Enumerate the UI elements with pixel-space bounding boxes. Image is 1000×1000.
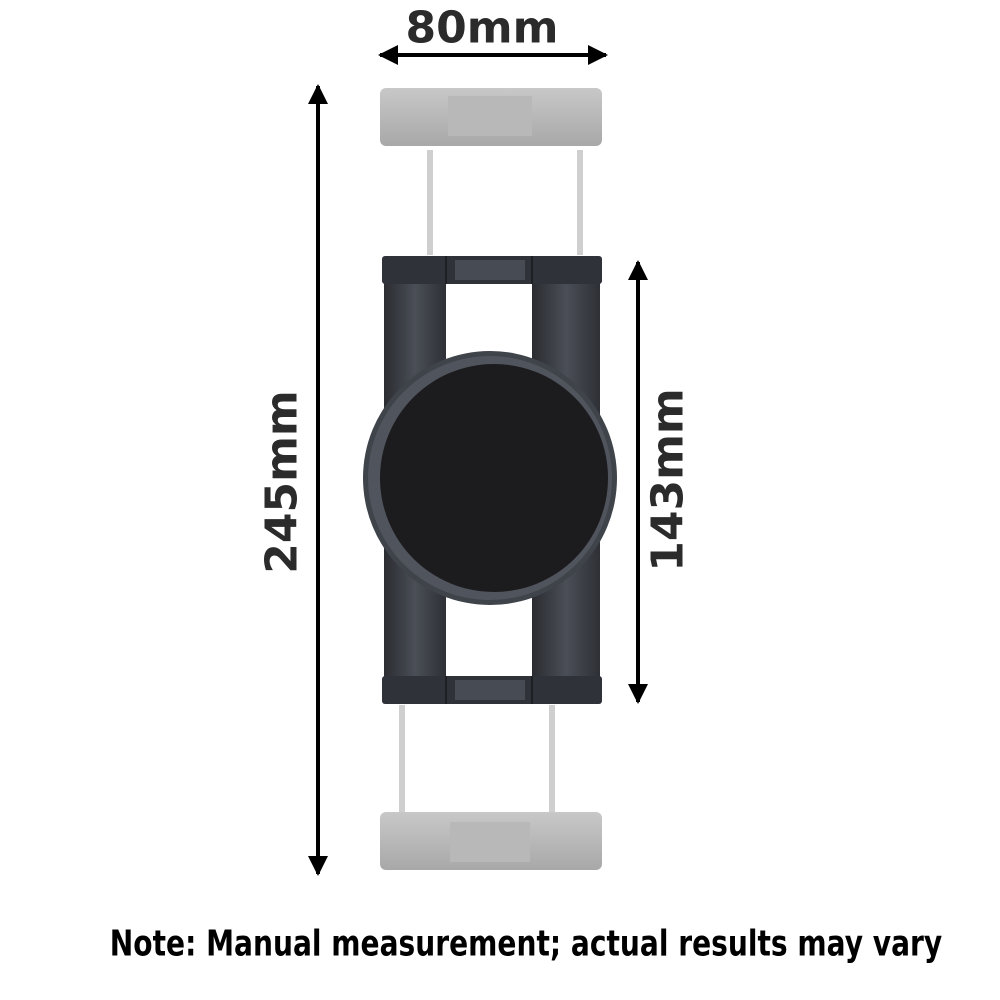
magnet-pad	[380, 364, 608, 592]
width-label: 80mm	[405, 2, 559, 54]
body-height-label: 143mm	[642, 388, 694, 572]
measurement-note: Note: Manual measurement; actual results…	[109, 923, 943, 965]
total-height-label: 245mm	[256, 390, 308, 574]
bottom-grip-arm	[380, 705, 602, 870]
top-grip-arm	[380, 88, 602, 255]
